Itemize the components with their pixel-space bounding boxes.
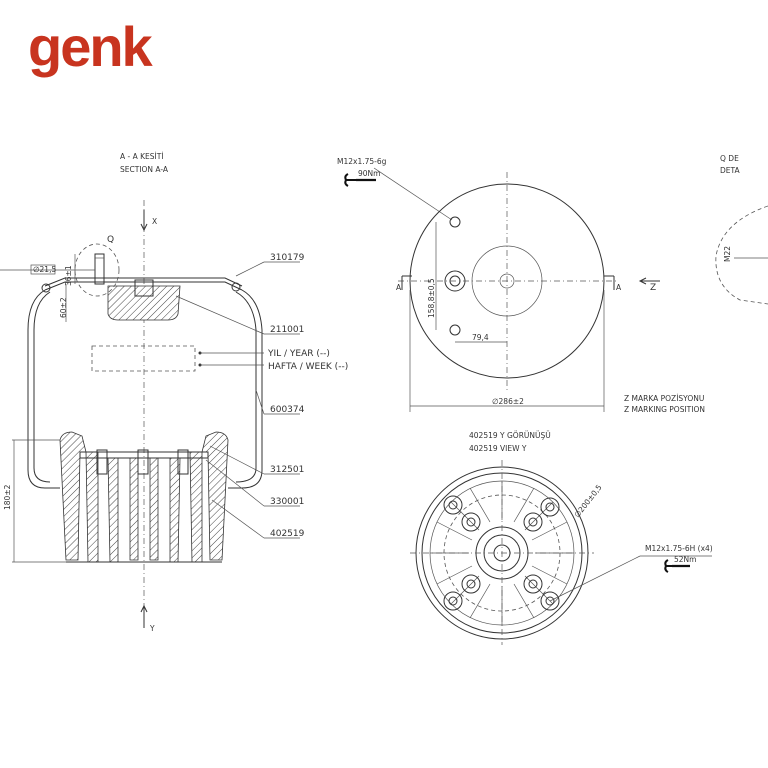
view-y: 402519 Y GÖRÜNÜŞÜ 402519 VIEW Y xyxy=(410,431,713,645)
detail-q-title-en: DETA xyxy=(720,166,741,175)
marking-pos-en: Z MARKING POSITION xyxy=(624,405,705,414)
top-torque-label: 90Nm xyxy=(358,169,380,178)
section-mark-right: A xyxy=(616,283,622,292)
view-y-torque: 52Nm xyxy=(674,555,696,564)
dim-height: 180±2 xyxy=(3,484,12,510)
top-thread-label: M12x1.75-6g xyxy=(337,157,387,166)
section-a-title-tr: A - A KESİTİ xyxy=(120,152,164,161)
detail-q-ref: Q xyxy=(107,235,114,245)
marking-year: YIL / YEAR (--) xyxy=(267,349,330,359)
axis-y-label: Y xyxy=(149,624,155,633)
wrench-icon xyxy=(344,173,376,187)
view-y-thread: M12x1.75-6H (x4) xyxy=(645,544,713,553)
view-dir-z: Z xyxy=(650,283,656,293)
part-402519: 402519 xyxy=(270,529,305,539)
detail-q-view: Q DE DETA M22 xyxy=(715,154,768,305)
part-600374: 600374 xyxy=(270,405,305,415)
marking-pos-tr: Z MARKA POZİSYONU xyxy=(624,394,704,403)
part-211001: 211001 xyxy=(270,325,304,335)
dim-box: ∅21,5 xyxy=(33,265,56,274)
brand-logo: genk xyxy=(28,15,154,78)
dim-offset-h: 79,4 xyxy=(472,333,489,342)
marking-week: HAFTA / WEEK (--) xyxy=(268,362,348,372)
dim-diameter: ∅286±2 xyxy=(492,397,524,406)
top-view: M12x1.75-6g 90Nm A A Z 158,8±0,5 xyxy=(337,157,705,414)
view-y-title-en: 402519 VIEW Y xyxy=(469,444,527,453)
view-y-title-tr: 402519 Y GÖRÜNÜŞÜ xyxy=(469,431,551,440)
axis-x-label: X xyxy=(152,217,157,226)
dim-side: 60±2 xyxy=(59,297,68,318)
dim-offset-v: 158,8±0,5 xyxy=(427,278,436,318)
section-mark-left: A xyxy=(396,283,402,292)
view-y-diameter: ∅200±0,5 xyxy=(572,483,603,520)
dim-top: 36±1 xyxy=(64,265,73,286)
part-330001: 330001 xyxy=(270,497,304,507)
section-a-title-en: SECTION A-A xyxy=(120,165,169,174)
detail-q-thread: M22 xyxy=(723,246,732,262)
detail-q-title-tr: Q DE xyxy=(720,154,739,163)
part-312501: 312501 xyxy=(270,465,304,475)
section-a-a-view: A - A KESİTİ SECTION A-A X Y Q ∅21,5 xyxy=(0,152,348,633)
part-310179: 310179 xyxy=(270,253,305,263)
wrench-icon xyxy=(664,559,690,573)
